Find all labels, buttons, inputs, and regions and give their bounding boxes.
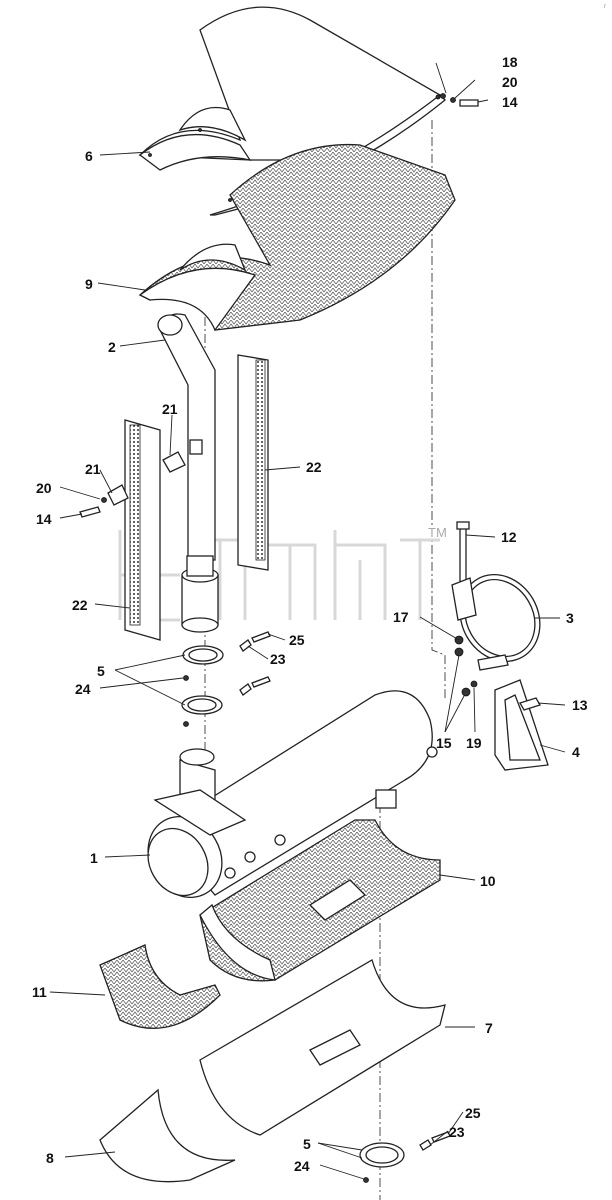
callout-18: 18: [502, 54, 518, 70]
callout-20-top: 20: [502, 74, 518, 90]
callout-15: 15: [436, 735, 452, 751]
watermark-logo: TM: [118, 525, 447, 622]
clamp-rings-upper: [181, 631, 271, 727]
callout-11: 11: [32, 984, 47, 1000]
part-22-heat-shield-right: [237, 354, 269, 571]
part-1-muffler: [147, 690, 438, 899]
callout-23-upper: 23: [270, 651, 286, 667]
callout-5-lower: 5: [303, 1136, 311, 1152]
callout-13: 13: [572, 697, 588, 713]
callout-23-lower: 23: [449, 1124, 465, 1140]
part-7-lower-shroud: [199, 959, 446, 1136]
callout-5-upper: 5: [97, 663, 105, 679]
callout-labels: 18 20 14 6 9 2 21 22 21 20 14 12 17 3 22…: [32, 54, 588, 1174]
callout-14-left: 14: [36, 511, 52, 527]
callout-10: 10: [480, 873, 496, 889]
corner-mark: r: [604, 4, 606, 10]
callout-25-lower: 25: [465, 1105, 481, 1121]
fasteners-14-18-20: [79, 93, 479, 518]
callout-1: 1: [90, 850, 98, 866]
callout-4: 4: [572, 744, 580, 760]
part-9-upper-insulation: [138, 143, 456, 332]
callout-8: 8: [46, 1150, 54, 1166]
callout-17: 17: [393, 609, 409, 625]
part-11-end-insulation: [99, 944, 221, 1029]
callout-12: 12: [501, 529, 517, 545]
trademark-symbol: TM: [428, 525, 447, 540]
callout-6: 6: [85, 148, 93, 164]
callout-9: 9: [85, 276, 93, 292]
callout-24-upper: 24: [75, 681, 91, 697]
callout-22-right: 22: [306, 459, 322, 475]
callout-25-upper: 25: [289, 632, 305, 648]
part-8-end-shroud: [99, 1088, 236, 1183]
callout-7: 7: [485, 1020, 493, 1036]
clamp-ring-lower: [359, 1131, 451, 1183]
part-21-brackets: [107, 451, 186, 506]
callout-22-left: 22: [72, 597, 88, 613]
leader-lines: [49, 62, 566, 1180]
part-4-support-bracket: [494, 679, 549, 771]
part-3-clamp-band: [451, 573, 541, 671]
part-2-exhaust-pipe: [157, 313, 219, 633]
part-13-bolt: [519, 697, 541, 711]
callout-14-top: 14: [502, 94, 518, 110]
callout-20-left: 20: [36, 480, 52, 496]
callout-19: 19: [466, 735, 482, 751]
callout-21-lower: 21: [85, 461, 101, 477]
part-12-bolt: [456, 521, 470, 589]
part-22-heat-shield-left: [124, 419, 161, 641]
callout-24-lower: 24: [294, 1158, 310, 1174]
callout-3: 3: [566, 610, 574, 626]
callout-21-upper: 21: [162, 401, 178, 417]
callout-2: 2: [108, 339, 116, 355]
part-10-lower-insulation: [199, 819, 441, 982]
